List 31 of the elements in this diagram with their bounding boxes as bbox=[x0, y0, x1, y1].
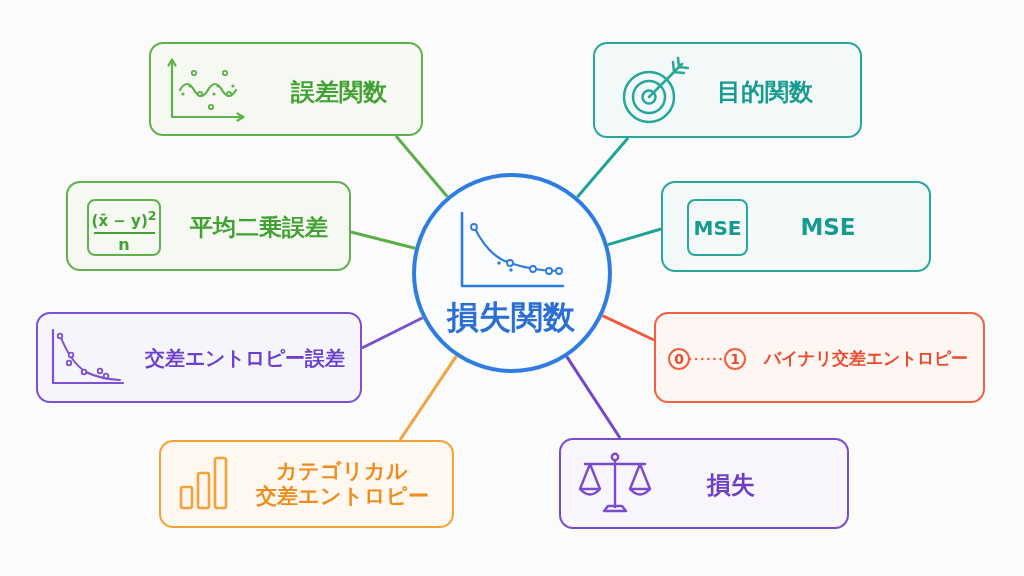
connector-line bbox=[601, 314, 655, 342]
connector-line bbox=[361, 316, 424, 350]
concept-label: 損失 bbox=[707, 470, 755, 500]
concept-label: バイナリ交差エントロピー bbox=[764, 347, 968, 369]
concept-box bbox=[66, 181, 351, 271]
formula-denominator: n bbox=[118, 235, 130, 255]
concept-label: 誤差関数 bbox=[291, 77, 387, 107]
concept-box bbox=[149, 42, 423, 136]
formula-box bbox=[87, 199, 161, 256]
acronym-box: MSE bbox=[687, 199, 748, 256]
digit-circle: 0 bbox=[668, 348, 690, 370]
concept-label: MSE bbox=[800, 214, 856, 242]
connector-line bbox=[350, 230, 416, 250]
concept-label: 目的関数 bbox=[717, 77, 813, 107]
concept-box bbox=[654, 312, 985, 403]
connector-line bbox=[394, 135, 449, 198]
concept-box bbox=[593, 42, 862, 138]
concept-label: 平均二乗誤差 bbox=[190, 214, 328, 242]
connector-line bbox=[398, 355, 458, 441]
concept-box bbox=[36, 312, 362, 403]
concept-box bbox=[559, 438, 849, 529]
concept-label: カテゴリカル交差エントロピー bbox=[255, 458, 429, 510]
hub-label: 損失関数 bbox=[447, 297, 575, 337]
connector-line bbox=[607, 227, 662, 247]
concept-box bbox=[661, 181, 931, 272]
connector-line bbox=[565, 355, 622, 439]
digit-circle: 1 bbox=[724, 348, 746, 370]
concept-box bbox=[159, 440, 454, 528]
connector-line bbox=[576, 137, 630, 199]
concept-label: 交差エントロピー誤差 bbox=[145, 346, 345, 370]
formula-numerator: (x̄ − y)$^{2}$ bbox=[91, 208, 157, 230]
